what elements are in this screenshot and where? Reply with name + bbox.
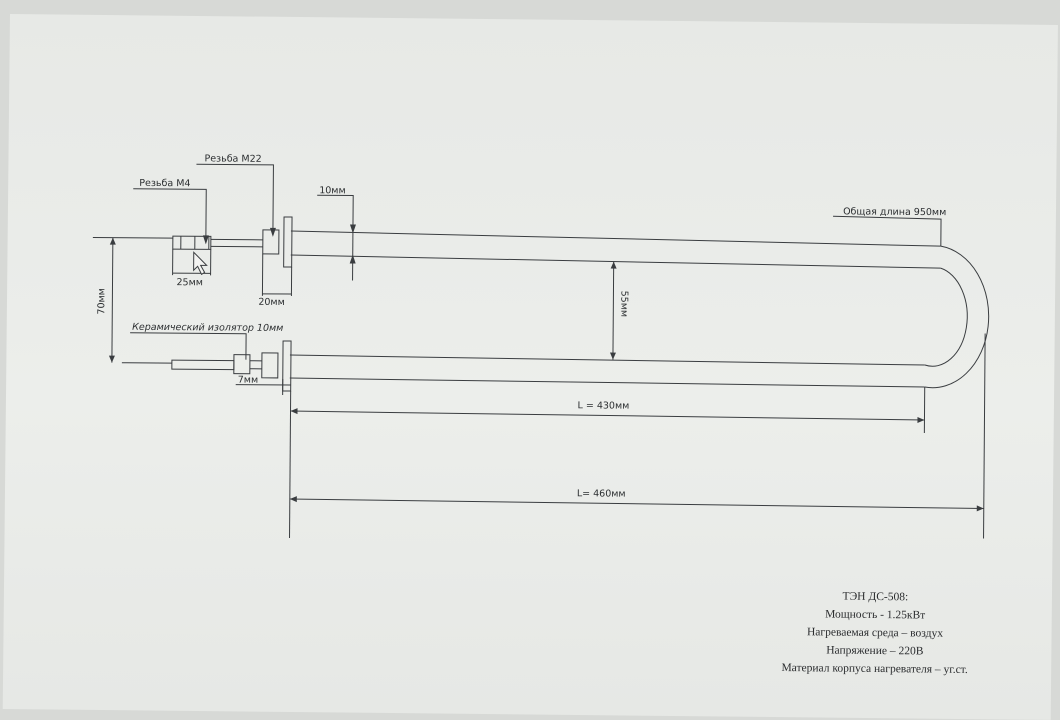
label-thread-m4: Резьба М4 — [139, 178, 190, 189]
arrow-70-bottom — [109, 356, 115, 363]
leader-total-length — [833, 216, 941, 246]
dim-70mm-line — [112, 238, 113, 363]
drawing-lines — [91, 163, 990, 543]
arrow-70-top — [110, 238, 116, 245]
label-thread-m22: Резьба М22 — [204, 153, 261, 164]
upper-tube-bottom-edge — [291, 255, 941, 268]
label-7mm: 7мм — [238, 375, 258, 386]
dim-430-ext-left — [290, 391, 291, 538]
label-55mm: 55мм — [618, 291, 629, 318]
label-l-460: L= 460мм — [577, 488, 626, 499]
lower-tube-top-edge — [290, 355, 925, 365]
leader-10mm — [317, 195, 353, 228]
spec-block: ТЭН ДС-508: Мощность - 1.25кВт Нагреваем… — [740, 587, 1011, 680]
arrow-460-left — [290, 496, 297, 502]
lower-flange — [283, 341, 291, 391]
mouse-cursor-icon — [194, 252, 207, 274]
arrow-430-right — [917, 417, 924, 423]
dim-460-line — [290, 499, 984, 508]
leader-thread-m22 — [196, 164, 274, 235]
dim-460-ext-right — [984, 333, 986, 538]
upper-lead-line — [93, 237, 173, 238]
arrow-m4 — [203, 235, 209, 244]
label-10mm: 10мм — [319, 185, 346, 196]
dim-55mm-line — [613, 262, 614, 360]
label-ceramic-insulator: Керамический изолятор 10мм — [132, 322, 283, 334]
lower-terminal-rod — [172, 360, 234, 369]
arrow-m22 — [270, 228, 276, 237]
label-total-length: Общая длина 950мм — [843, 206, 946, 218]
lower-tube-bottom-edge — [290, 378, 925, 387]
leader-thread-m4 — [133, 189, 206, 243]
leader-ceramic — [130, 333, 246, 360]
arrow-55-bottom — [610, 353, 616, 360]
arrow-430-left — [290, 408, 297, 414]
dimension-labels: Резьба М4 Резьба М22 10мм 25мм 20мм 70мм… — [95, 153, 947, 503]
u-bend-outer — [925, 246, 990, 388]
lower-nut — [262, 353, 278, 378]
u-bend-inner — [925, 268, 968, 367]
arrow-460-right — [977, 505, 984, 511]
label-20mm: 20мм — [258, 297, 285, 308]
arrow-55-top — [611, 262, 617, 269]
ceramic-insulator — [234, 355, 250, 374]
upper-nut — [263, 230, 279, 254]
upper-tube-top-edge — [291, 231, 941, 246]
label-70mm: 70мм — [96, 288, 107, 315]
label-l-430: L = 430мм — [578, 400, 630, 411]
label-25mm: 25мм — [176, 277, 203, 288]
spec-material: Материал корпуса нагревателя – уг.ст. — [740, 659, 1010, 680]
upper-flange — [284, 217, 292, 267]
dim-430-line — [290, 411, 924, 420]
